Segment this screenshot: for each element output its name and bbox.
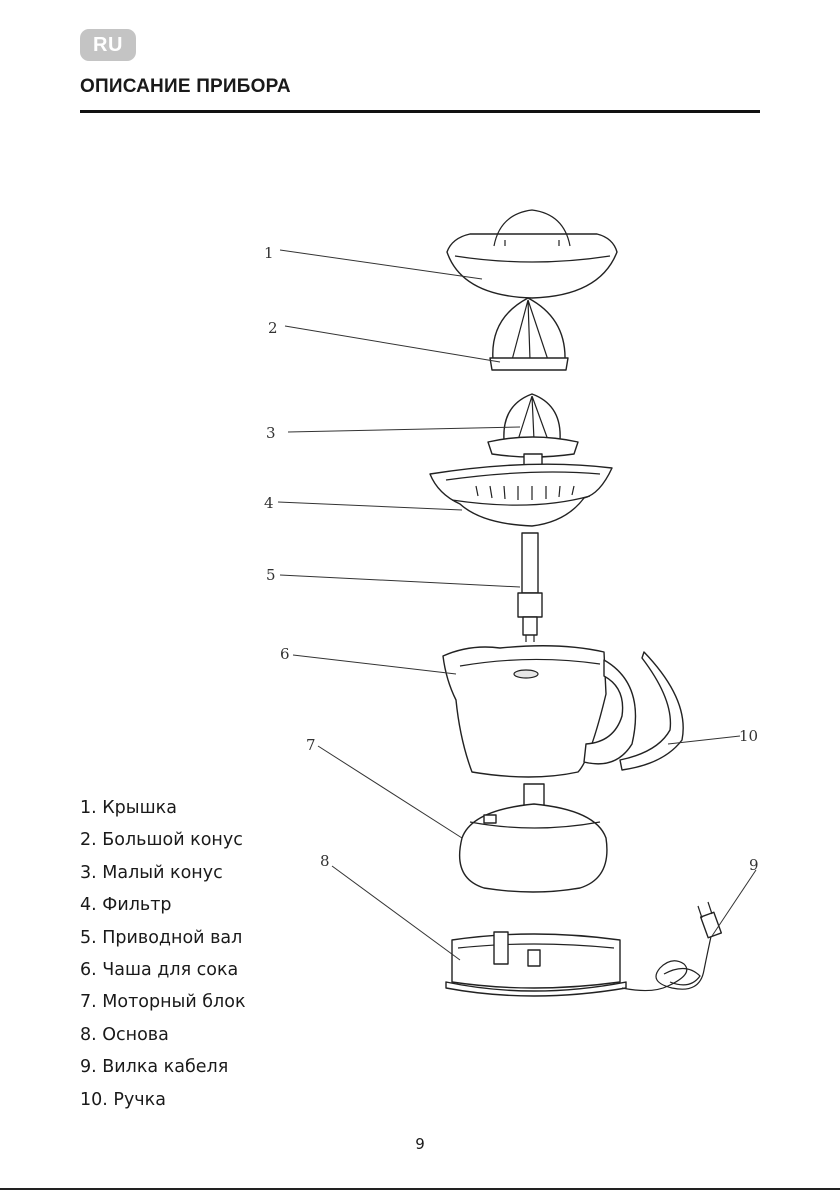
callout-4: 4	[264, 494, 274, 512]
part-base	[446, 932, 626, 996]
part-motor-unit	[460, 784, 607, 892]
page-number: 9	[0, 1135, 840, 1153]
part-drive-shaft	[518, 533, 542, 642]
legend-item: 2. Большой конус	[80, 824, 246, 856]
callout-1: 1	[264, 244, 274, 262]
callout-3: 3	[266, 424, 276, 442]
callout-10: 10	[739, 727, 758, 745]
part-juice-jug	[443, 646, 683, 777]
part-lid	[447, 210, 617, 298]
part-large-cone	[490, 298, 568, 370]
callout-5: 5	[266, 566, 276, 584]
part-filter	[430, 464, 612, 526]
callout-8: 8	[320, 852, 330, 870]
part-small-cone	[488, 394, 578, 466]
callout-2: 2	[268, 319, 278, 337]
legend-item: 1. Крышка	[80, 792, 246, 824]
callout-7: 7	[306, 736, 316, 754]
legend-item: 10. Ручка	[80, 1084, 246, 1116]
callout-9: 9	[749, 856, 759, 874]
legend-item: 3. Малый конус	[80, 857, 246, 889]
legend-item: 6. Чаша для сока	[80, 954, 246, 986]
legend-item: 7. Моторный блок	[80, 986, 246, 1018]
legend-item: 4. Фильтр	[80, 889, 246, 921]
callout-6: 6	[280, 645, 290, 663]
part-cord-plug	[622, 902, 721, 991]
legend-item: 9. Вилка кабеля	[80, 1051, 246, 1083]
bottom-rule	[0, 1188, 840, 1190]
parts-legend: 1. Крышка 2. Большой конус 3. Малый кону…	[80, 792, 246, 1116]
legend-item: 8. Основа	[80, 1019, 246, 1051]
legend-item: 5. Приводной вал	[80, 922, 246, 954]
